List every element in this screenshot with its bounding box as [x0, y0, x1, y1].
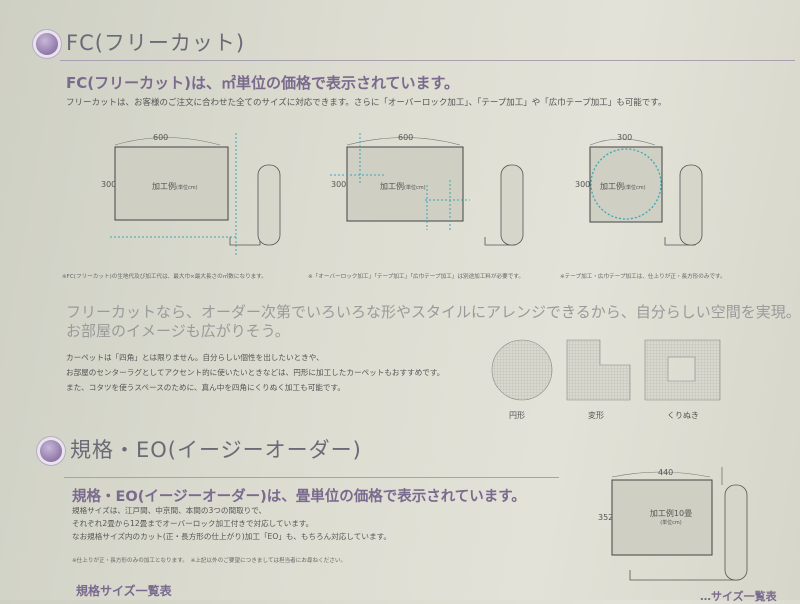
cut-diagram-2	[330, 133, 524, 246]
circle-shape	[491, 339, 553, 401]
eo-body: 規格サイズは、江戸間、中京間、本間の3つの間取りで、 それぞれ2畳から12畳まで…	[72, 506, 392, 541]
cut-diagram-1	[110, 133, 281, 255]
shape-label: くりぬき	[667, 411, 699, 420]
shape-label: 変形	[588, 411, 604, 420]
diagram-unit: (単位cm)	[660, 520, 682, 526]
section-title-eo: 規格・EO(イージーオーダー)	[70, 438, 362, 462]
note: ※テープ加工・広巾テープ加工は、仕上りが正・長方形のみです。	[560, 274, 726, 280]
note: ※FC(フリーカット)の生地代及び加工代は、最大巾×最大長さの㎡数になります。	[62, 274, 267, 280]
diagram-label: 加工例	[600, 182, 624, 191]
dim-width: 600	[153, 133, 169, 142]
section-bullet-icon	[40, 440, 62, 462]
eo-note: ※仕上りが正・長方形のみの加工となります。 ※上記以外のご要望につきましては担当…	[72, 558, 347, 564]
diagram-label: 加工例10畳	[649, 509, 693, 518]
divider	[60, 60, 795, 61]
section-title-fc: FC(フリーカット)	[66, 31, 246, 55]
eo-lead: 規格・EO(イージーオーダー)は、畳単位の価格で表示されています。	[72, 489, 526, 505]
fc-headline: フリーカットなら、オーダー次第でいろいろな形やスタイルにアレンジできるから、自分…	[66, 303, 800, 340]
dim-width: 440	[658, 468, 674, 477]
dim-height: 300	[101, 180, 117, 189]
diagram-unit: (単位cm)	[624, 185, 646, 191]
diagram-unit: (単位cm)	[404, 185, 426, 191]
cut-diagram-3	[589, 138, 703, 246]
diagram-label: 加工例	[380, 182, 404, 191]
fc-lead: FC(フリーカット)は、㎡単位の価格で表示されています。	[66, 74, 460, 92]
shape-examples	[491, 339, 721, 401]
fc-description: フリーカットは、お客様のご注文に合わせた全てのサイズに対応できます。さらに「オー…	[66, 98, 667, 108]
size-table-title: 規格サイズ一覧表	[76, 584, 172, 598]
section-bullet-icon	[36, 33, 58, 55]
shape-label: 円形	[509, 411, 525, 420]
fc-body: カーペットは「四角」とは限りません。自分らしい個性を出したいときや、 お部屋のセ…	[66, 353, 445, 392]
size-table-title-right: …サイズ一覧表	[700, 590, 777, 603]
diagram-label: 加工例	[152, 182, 176, 191]
dim-height: 300	[331, 180, 347, 189]
dim-height: 300	[575, 180, 591, 189]
dim-width: 600	[398, 133, 414, 142]
diagram-unit: (単位cm)	[176, 185, 198, 191]
divider	[64, 477, 559, 478]
eo-diagram	[611, 467, 748, 581]
cutout-shape	[644, 339, 721, 401]
dim-width: 300	[617, 133, 633, 142]
note: ※「オーバーロック加工」「テープ加工」「広巾テープ加工」は別途加工料が必要です。	[308, 274, 524, 280]
irregular-shape	[566, 339, 631, 401]
dim-height: 352	[598, 513, 614, 522]
